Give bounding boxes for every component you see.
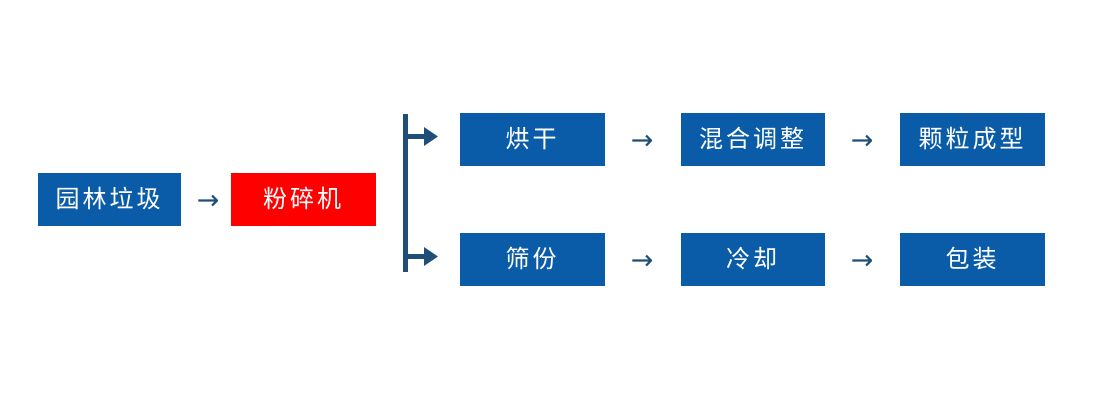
arrow-glyph: →: [196, 184, 220, 216]
node-label: 筛份: [505, 245, 560, 273]
arrow-right-icon-bottom-1: →: [620, 246, 664, 274]
node-label: 冷却: [726, 245, 780, 273]
node-label: 园林垃圾: [55, 185, 164, 213]
node-label: 混合调整: [699, 125, 807, 153]
arrow-right-icon-bottom-2: →: [840, 246, 884, 274]
node-label: 包装: [945, 245, 1000, 273]
arrow-glyph: →: [630, 124, 654, 156]
node-garden-waste[interactable]: 园林垃圾: [38, 173, 181, 226]
node-drying[interactable]: 烘干: [460, 113, 605, 166]
arrow-right-icon-top-2: →: [840, 126, 884, 154]
arrow-glyph: →: [850, 124, 874, 156]
arrow-glyph: →: [850, 244, 874, 276]
node-crusher[interactable]: 粉碎机: [231, 173, 376, 226]
node-label: 颗粒成型: [918, 125, 1027, 153]
node-granulation[interactable]: 颗粒成型: [900, 113, 1045, 166]
arrow-right-icon-top-1: →: [620, 126, 664, 154]
arrow-right-icon-input: →: [191, 186, 225, 214]
branch-split-icon: [398, 108, 442, 278]
arrow-glyph: →: [630, 244, 654, 276]
node-screening[interactable]: 筛份: [460, 233, 605, 286]
node-mixing-adjustment[interactable]: 混合调整: [681, 113, 825, 166]
node-packaging[interactable]: 包装: [900, 233, 1045, 286]
node-cooling[interactable]: 冷却: [681, 233, 825, 286]
node-label: 粉碎机: [263, 185, 344, 213]
node-label: 烘干: [505, 125, 560, 153]
